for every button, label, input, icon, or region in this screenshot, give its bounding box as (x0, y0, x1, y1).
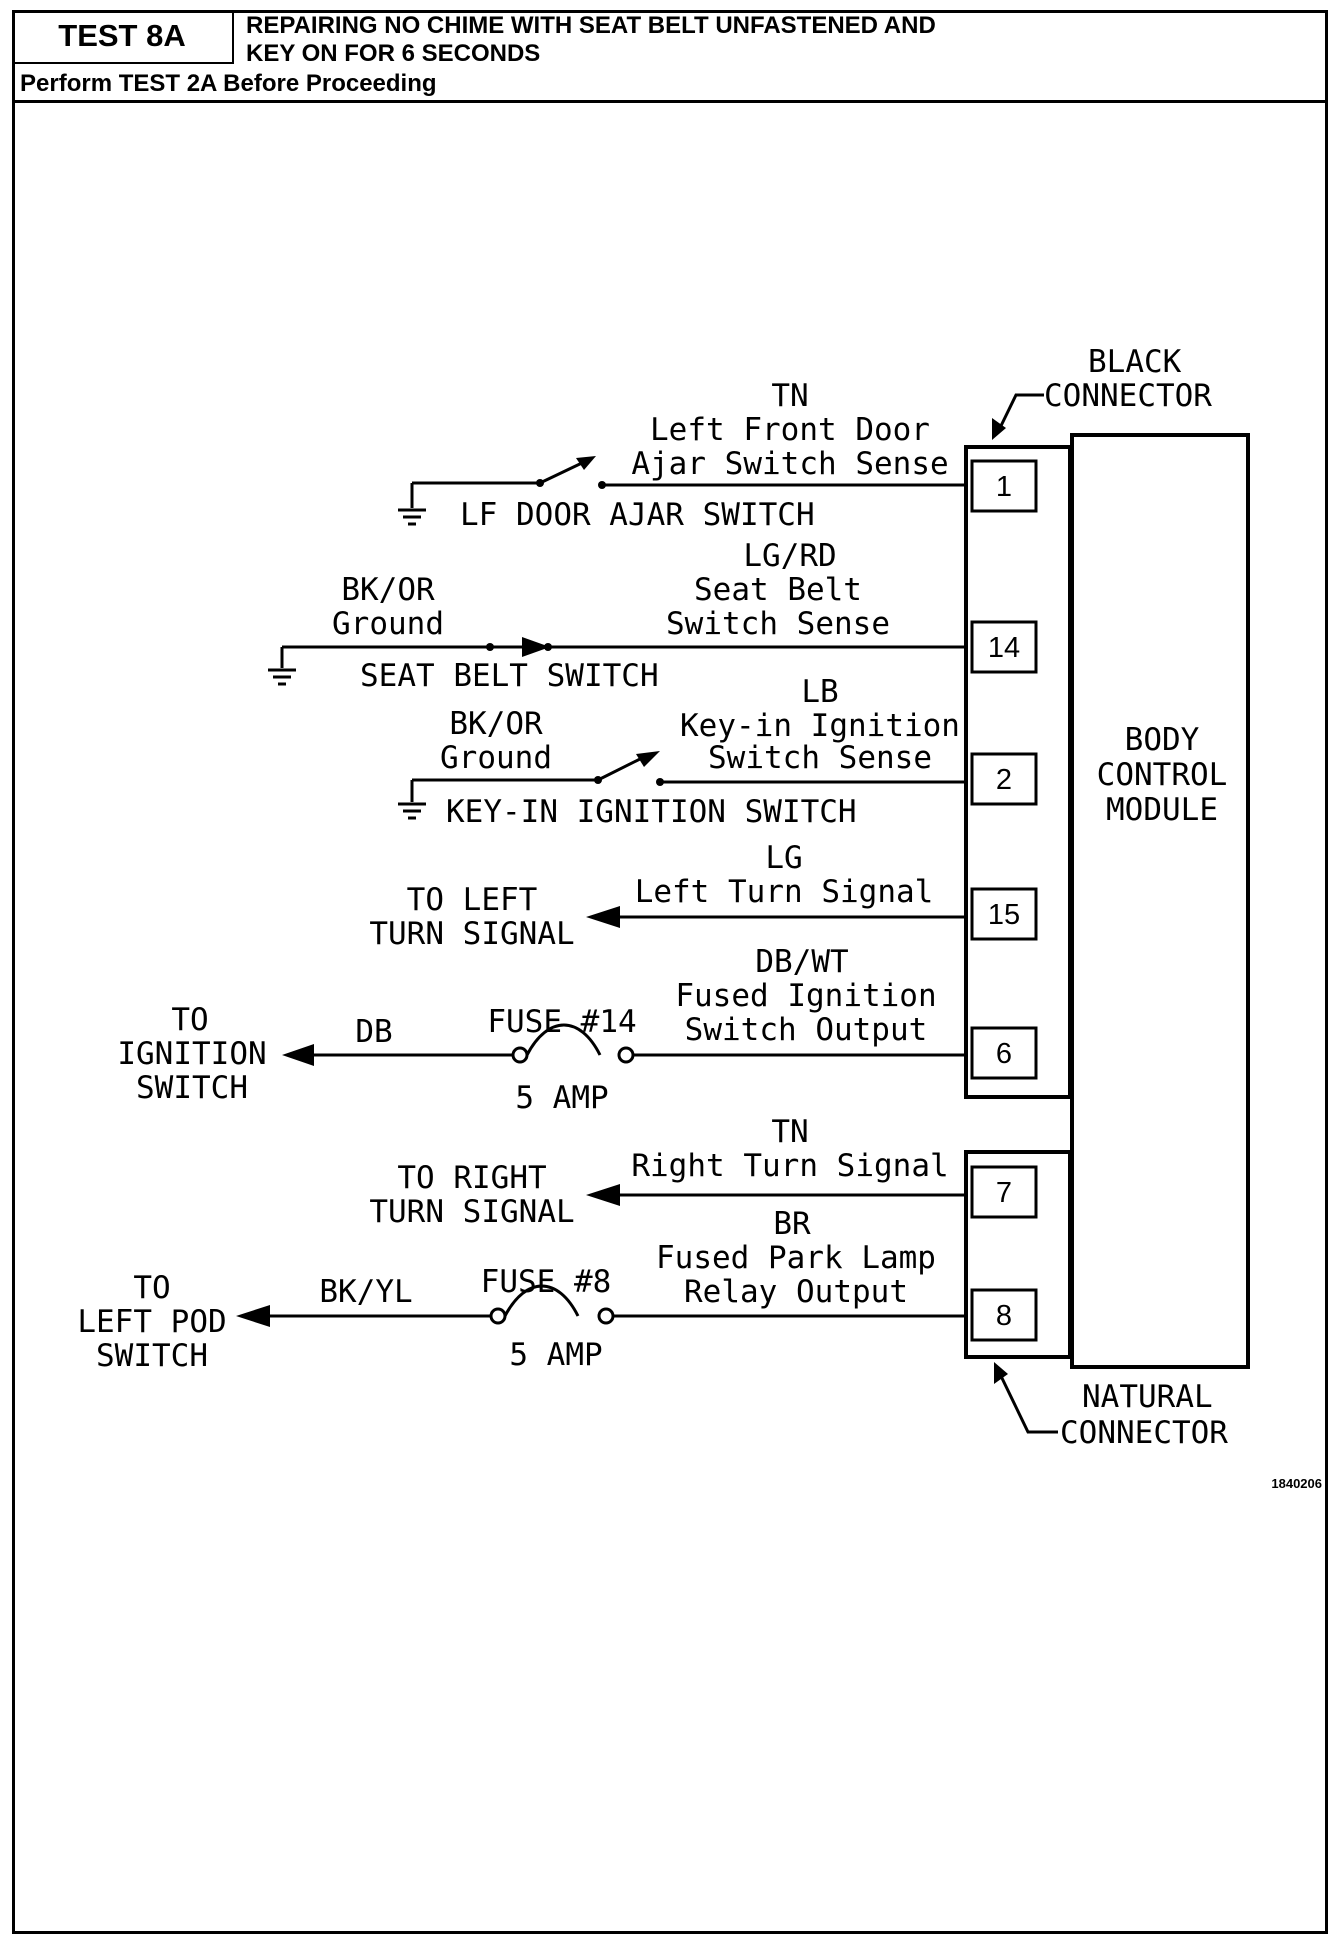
header-divider (12, 100, 1328, 103)
black-connector-label-1: BLACK (1088, 344, 1182, 380)
natural-connector-arrowhead (994, 1362, 1008, 1384)
c8-desc-1: Fused Park Lamp (656, 1240, 936, 1276)
c15-dest-2: TURN SIGNAL (369, 916, 574, 952)
black-connector-leader (996, 393, 1044, 433)
c7-dest-1: TO RIGHT (397, 1160, 546, 1196)
c8-desc-2: Relay Output (684, 1274, 908, 1310)
pin-8-box (970, 1288, 1038, 1342)
body-control-module-box (1070, 433, 1250, 1369)
natural-connector-leader (998, 1373, 1058, 1434)
lf-door-ajar-switch-label: LF DOOR AJAR SWITCH (460, 497, 815, 533)
c14-gnd-color: BK/OR (341, 572, 435, 608)
seat-belt-contact-b (544, 643, 552, 651)
c15-dest-1: TO LEFT (407, 882, 538, 918)
c6-color: DB/WT (755, 944, 848, 980)
c8-color: BR (773, 1206, 811, 1242)
c7-dest-2: TURN SIGNAL (369, 1194, 574, 1230)
module-label-1: BODY (1125, 722, 1200, 758)
left-pod-switch-arrowhead (236, 1305, 270, 1327)
pin-7: 7 (996, 1177, 1012, 1209)
circuit-pin-6 (312, 1023, 966, 1064)
circuit-pin-8 (268, 1284, 966, 1325)
c14-gnd-label: Ground (332, 606, 444, 642)
test-title-line-1: REPAIRING NO CHIME WITH SEAT BELT UNFAST… (246, 12, 936, 39)
key-in-ignition-switch-label: KEY-IN IGNITION SWITCH (446, 794, 857, 830)
left-turn-arrowhead (586, 906, 620, 928)
module-label-2: CONTROL (1097, 757, 1228, 793)
circuit-pin-14 (268, 645, 966, 686)
door-switch-arrowhead (576, 456, 596, 470)
door-switch-contact-b (598, 481, 606, 489)
circuit-pin-2 (398, 756, 966, 820)
c6-desc-2: Switch Output (685, 1012, 928, 1048)
circuit-pin-1 (398, 460, 966, 526)
black-connector-label-2: CONNECTOR (1044, 378, 1212, 414)
pin-2: 2 (996, 764, 1012, 796)
test-id: TEST 8A (12, 10, 234, 64)
c6-fuse: FUSE #14 (487, 1004, 636, 1040)
seat-belt-switch-label: SEAT BELT SWITCH (360, 658, 659, 694)
pin-6-box (970, 1026, 1038, 1080)
pin-2-box (970, 752, 1038, 806)
c1-desc-1: Left Front Door (650, 412, 930, 448)
key-in-switch-arrowhead (636, 751, 660, 767)
key-in-contact-a (594, 776, 602, 784)
c1-color: TN (771, 378, 808, 414)
pin-15-box (970, 887, 1038, 941)
pin-14: 14 (988, 632, 1020, 664)
c8-dest-3: SWITCH (96, 1338, 208, 1374)
seat-belt-contact-a (486, 643, 494, 651)
c2-gnd-label: Ground (440, 740, 552, 776)
c2-desc-2: Switch Sense (708, 740, 932, 776)
c8-wire: BK/YL (319, 1274, 412, 1310)
key-in-contact-b (656, 778, 664, 786)
c2-color: LB (801, 674, 838, 710)
c6-dest-3: SWITCH (136, 1070, 248, 1106)
pin-14-box (970, 620, 1038, 674)
pin-8: 8 (996, 1300, 1012, 1332)
c6-amp: 5 AMP (515, 1080, 608, 1116)
pin-7-box (970, 1165, 1038, 1219)
pin-1-box (970, 459, 1038, 513)
c8-fuse: FUSE #8 (481, 1264, 612, 1300)
c1-desc-2: Ajar Switch Sense (631, 446, 948, 482)
test-title: REPAIRING NO CHIME WITH SEAT BELT UNFAST… (246, 12, 1306, 68)
c2-desc-1: Key-in Ignition (680, 708, 960, 744)
seat-belt-switch-arrowhead (522, 637, 550, 657)
c15-color: LG (765, 840, 802, 876)
test-subtitle: Perform TEST 2A Before Proceeding (20, 70, 437, 97)
black-connector (964, 445, 1072, 1099)
black-connector-arrowhead (992, 418, 1006, 440)
c6-desc-1: Fused Ignition (675, 978, 936, 1014)
pin-6: 6 (996, 1038, 1012, 1070)
module-label-3: MODULE (1106, 792, 1218, 828)
test-title-line-2: KEY ON FOR 6 SECONDS (246, 40, 541, 67)
figure-reference-number: 1840206 (1271, 1476, 1322, 1491)
door-switch-contact-a (536, 479, 544, 487)
c6-dest-1: TO (171, 1002, 208, 1038)
c8-amp: 5 AMP (509, 1337, 602, 1373)
natural-connector-label-2: CONNECTOR (1060, 1415, 1228, 1451)
c14-desc-1: Seat Belt (694, 572, 862, 608)
c8-dest-2: LEFT POD (77, 1304, 226, 1340)
page-frame (12, 10, 1328, 1934)
c2-gnd-color: BK/OR (449, 706, 543, 742)
c14-color: LG/RD (743, 538, 836, 574)
ignition-switch-arrowhead (282, 1044, 314, 1066)
c8-dest-1: TO (133, 1270, 170, 1306)
c15-desc-1: Left Turn Signal (635, 874, 934, 910)
c6-wire: DB (355, 1014, 392, 1050)
c7-color: TN (771, 1114, 808, 1150)
c6-dest-2: IGNITION (117, 1036, 266, 1072)
c14-desc-2: Switch Sense (666, 606, 890, 642)
c7-desc-1: Right Turn Signal (631, 1148, 948, 1184)
right-turn-arrowhead (586, 1184, 620, 1206)
natural-connector (964, 1150, 1072, 1359)
natural-connector-label-1: NATURAL (1082, 1379, 1213, 1415)
pin-1: 1 (996, 471, 1012, 503)
pin-15: 15 (988, 899, 1020, 931)
